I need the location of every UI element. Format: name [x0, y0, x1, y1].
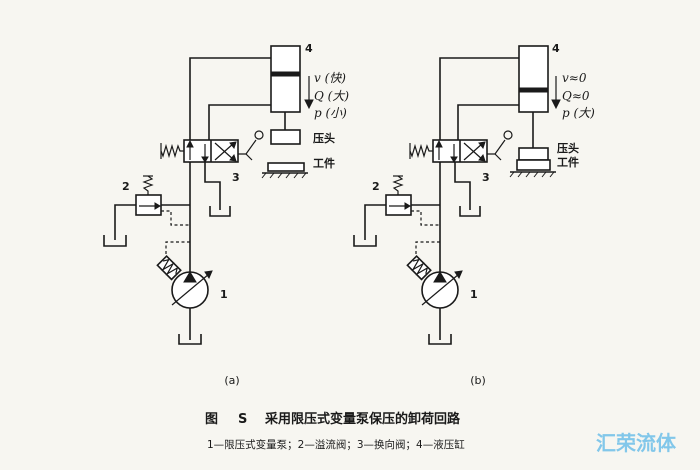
relief-number-b: 2: [372, 180, 380, 193]
tank-valve-a: [209, 206, 231, 217]
pressure-label-b: p (大): [562, 106, 595, 120]
pipe-rod-end-b: [457, 104, 519, 140]
valve-number-b: 3: [482, 171, 490, 184]
press-head-b: [518, 147, 549, 161]
variable-pump-b: [406, 254, 463, 345]
pressure-label-a: p (小): [314, 106, 347, 120]
relief-valve-a: [103, 175, 190, 247]
tank-valve-b: [459, 206, 481, 217]
diagram-label-a: (a): [224, 374, 239, 387]
figure-number: S: [238, 412, 247, 427]
velocity-label-b: v≈0: [562, 71, 587, 85]
press-head-label-b: 压头: [557, 141, 579, 155]
directional-valve-b: [409, 130, 513, 163]
workpiece-a: [261, 162, 308, 179]
figure-title: 采用限压式变量泵保压的卸荷回路: [264, 411, 461, 427]
pipe-rod-end-a: [208, 104, 271, 140]
press-head-a: [270, 129, 301, 145]
return-line-b: [454, 162, 471, 210]
relief-valve-b: [353, 175, 440, 247]
workpiece-label-b: 工件: [557, 155, 579, 169]
cylinder-number-b: 4: [552, 42, 560, 55]
relief-number-a: 2: [122, 180, 130, 193]
figure-prefix: 图: [205, 412, 218, 427]
diagram-a: 4 v (快) Q (大) p (小) 压头 工件 3 2 1 (a): [103, 42, 349, 387]
pipe-cap-end-b: [439, 57, 519, 140]
directional-valve-a: [160, 130, 264, 163]
figure-legend: 1—限压式变量泵；2—溢流阀；3—换向阀；4—液压缸: [207, 438, 465, 451]
velocity-label-a: v (快): [314, 71, 346, 85]
valve-number-a: 3: [232, 171, 240, 184]
return-line-a: [204, 162, 221, 210]
diagram-label-b: (b): [470, 374, 486, 387]
pump-pilot-line-b: [415, 241, 440, 262]
hydraulic-cylinder-b: [518, 45, 549, 148]
pump-number-b: 1: [470, 288, 478, 301]
pipe-cap-end-a: [189, 57, 271, 140]
motion-arrow-a: [304, 76, 314, 110]
flow-label-b: Q≈0: [562, 89, 590, 103]
cylinder-number-a: 4: [305, 42, 313, 55]
variable-pump-a: [156, 254, 213, 345]
workpiece-label-a: 工件: [313, 156, 335, 170]
motion-arrow-b: [551, 76, 561, 110]
pump-number-a: 1: [220, 288, 228, 301]
press-head-label-a: 压头: [313, 131, 335, 145]
figure-caption: 图 S 采用限压式变量泵保压的卸荷回路 1—限压式变量泵；2—溢流阀；3—换向阀…: [205, 411, 465, 451]
hydraulic-cylinder-a: [270, 45, 301, 130]
pump-pilot-line-a: [165, 241, 190, 262]
watermark-text: 汇荣流体: [596, 431, 677, 455]
flow-label-a: Q (大): [314, 89, 349, 103]
diagram-b: 4 v≈0 Q≈0 p (大) 压头 工件 3 2 1 (b): [353, 42, 595, 387]
workpiece-b: [509, 159, 556, 178]
